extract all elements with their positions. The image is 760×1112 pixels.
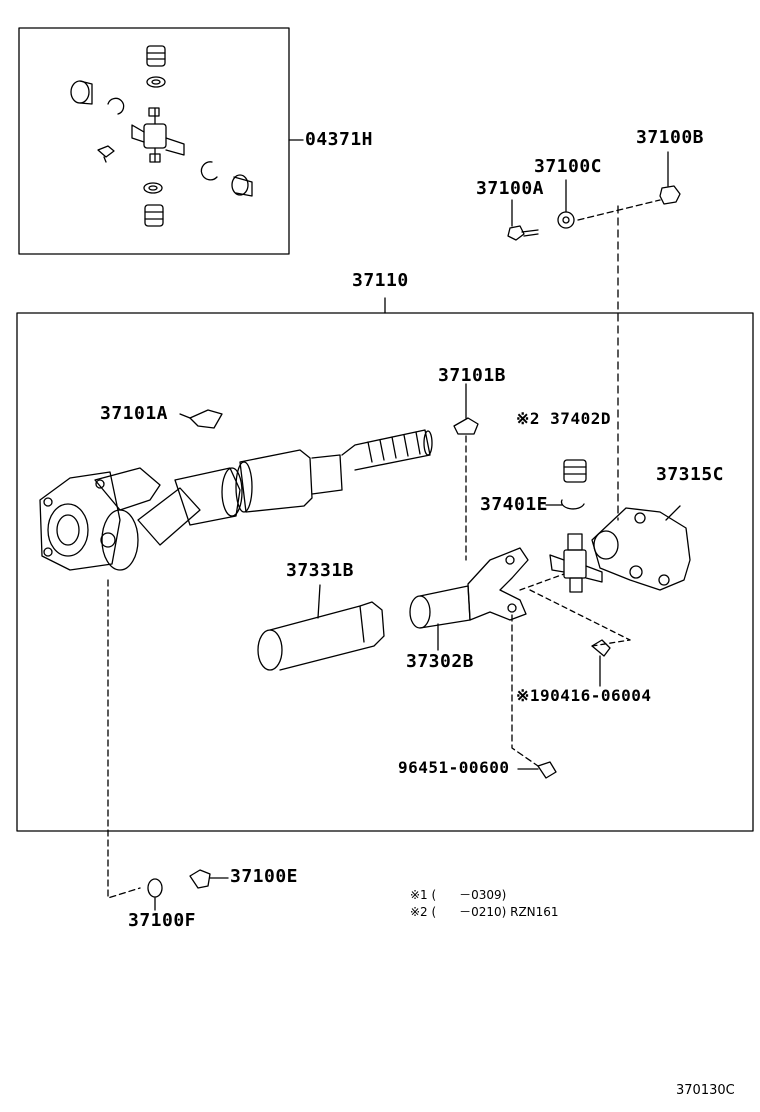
propeller-shaft	[39, 429, 433, 571]
label-37100A: 37100A	[476, 178, 545, 199]
small-parts-top	[507, 151, 681, 521]
yoke-37302B	[409, 547, 529, 651]
flange-37315C	[591, 505, 691, 591]
label-37315C: 37315C	[656, 464, 725, 485]
footnote-1: ※1 ( －0309)	[410, 888, 507, 902]
label-37100F: 37100F	[128, 910, 197, 931]
label-04371H: 04371H	[305, 129, 374, 150]
label-37101A: 37101A	[100, 403, 169, 424]
label-37100E: 37100E	[230, 866, 299, 887]
cup-37402D	[563, 459, 587, 483]
cross-spider	[549, 533, 603, 593]
washer-37100F	[147, 878, 163, 898]
kit-box	[18, 27, 290, 255]
label-37401E: 37401E	[480, 494, 549, 515]
label-37110: 37110	[352, 270, 409, 291]
label-37100B: 37100B	[636, 127, 705, 148]
label-37101B: 37101B	[438, 365, 507, 386]
footnote-2: ※2 ( －0210) RZN161	[410, 905, 559, 919]
label-96451-00600: 96451-00600	[398, 758, 510, 777]
sleeve-37331B	[257, 584, 385, 671]
label-90416-06004: ※190416-06004	[516, 686, 652, 705]
nut-37100E	[189, 869, 211, 889]
label-37331B: 37331B	[286, 560, 355, 581]
diagram-code: 370130C	[676, 1083, 735, 1098]
label-37402D: ※2 37402D	[516, 409, 611, 428]
label-37302B: 37302B	[406, 651, 475, 672]
label-37100C: 37100C	[534, 156, 603, 177]
kit-contents	[70, 45, 253, 227]
